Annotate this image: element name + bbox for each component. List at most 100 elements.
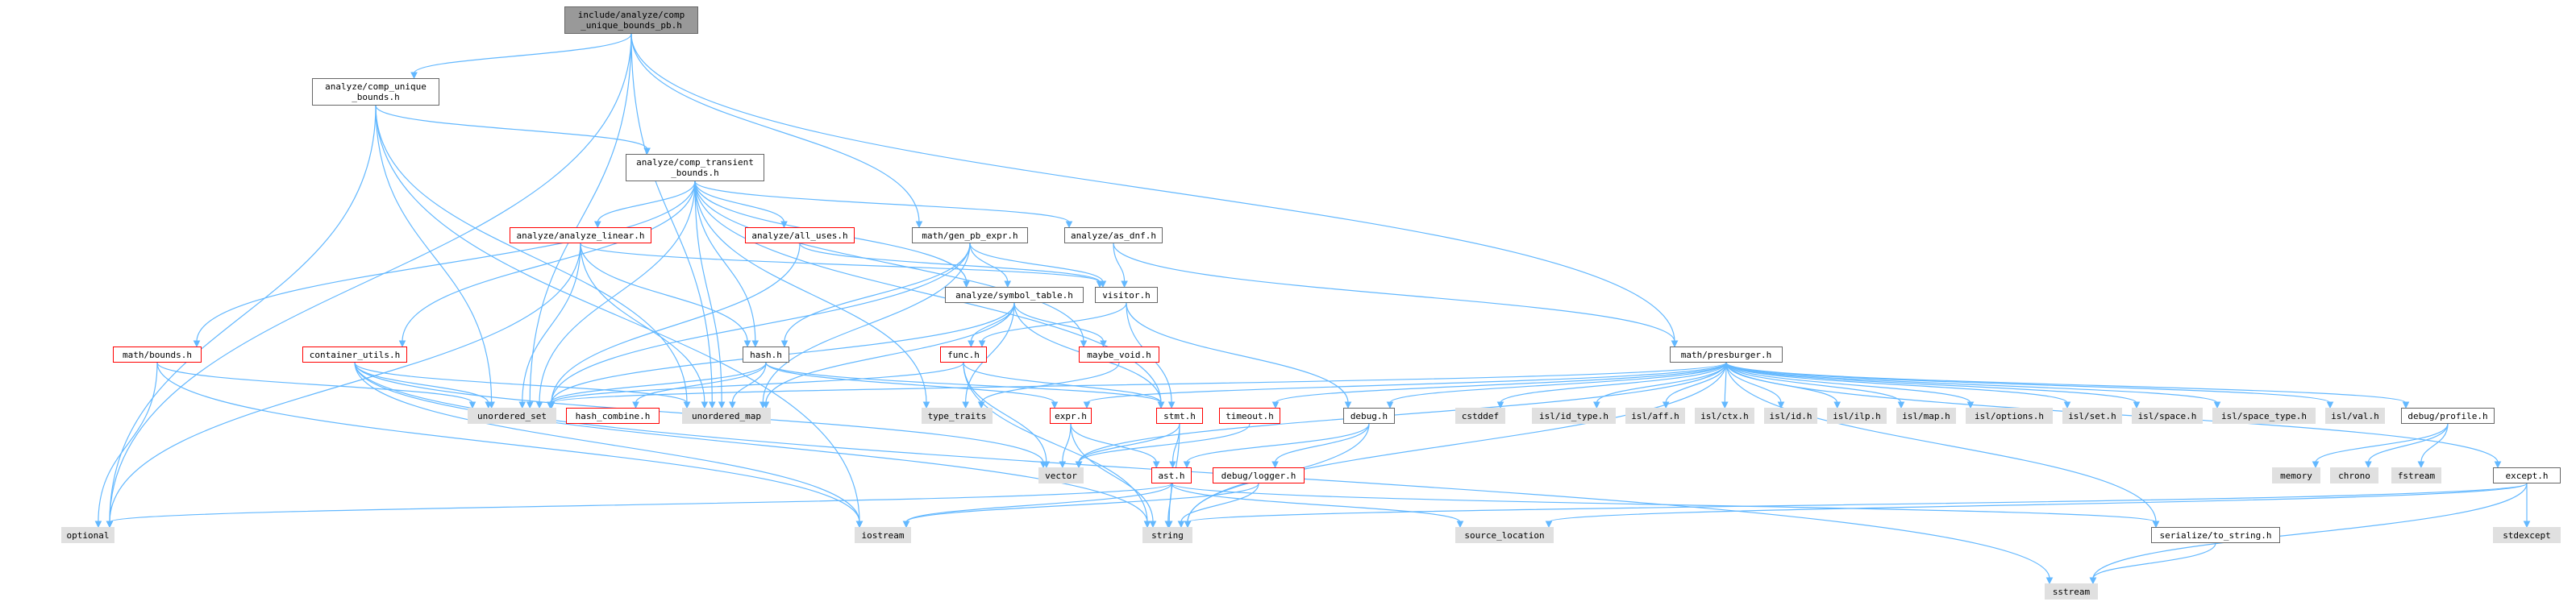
node-cstddef[interactable]: cstddef (1455, 408, 1505, 424)
node-serialize-to-string[interactable]: serialize/to_string.h (2151, 527, 2280, 543)
node-container-utils[interactable]: container_utils.h (302, 346, 407, 363)
edge-arrowhead (2089, 577, 2097, 585)
node-iostream[interactable]: iostream (855, 527, 911, 543)
node-stmt[interactable]: stmt.h (1156, 408, 1203, 424)
node-symbol-table[interactable]: analyze/symbol_table.h (945, 287, 1084, 303)
node-vector[interactable]: vector (1038, 467, 1084, 483)
edge-arrowhead (2312, 461, 2320, 469)
edge-analyze_linear-to-hash (580, 243, 748, 342)
edge-arrowhead (526, 401, 534, 409)
node-maybe-void[interactable]: maybe_void.h (1079, 346, 1159, 363)
node-unordered-map[interactable]: unordered_map (682, 408, 771, 424)
node-as-dnf[interactable]: analyze/as_dnf.h (1064, 227, 1163, 243)
node-debug-logger[interactable]: debug/logger.h (1213, 467, 1305, 483)
edge-arrowhead (1121, 280, 1128, 288)
edge-arrowhead (1897, 401, 1905, 409)
edge-arrowhead (398, 340, 406, 348)
node-isl-set[interactable]: isl/set.h (2062, 408, 2122, 424)
node-sstream[interactable]: sstream (2045, 583, 2098, 600)
node-hash[interactable]: hash.h (743, 346, 789, 363)
node-all-uses[interactable]: analyze/all_uses.h (745, 227, 855, 243)
edge-arrowhead (593, 221, 601, 229)
edge-arrowhead (1456, 521, 1464, 529)
node-isl-aff[interactable]: isl/aff.h (1625, 408, 1685, 424)
node-isl-ilp[interactable]: isl/ilp.h (1827, 408, 1887, 424)
node-optional[interactable]: optional (61, 527, 114, 543)
node-stdexcept[interactable]: stdexcept (2493, 527, 2561, 543)
node-func[interactable]: func.h (940, 346, 987, 363)
edge-expr-to-string (1070, 423, 1154, 523)
edge-arrowhead (1100, 340, 1107, 348)
node-isl-id[interactable]: isl/id.h (1764, 408, 1817, 424)
node-label: isl/aff.h (1631, 410, 1679, 421)
edge-arrowhead (2494, 461, 2502, 469)
edge-ast-to-iostream (905, 483, 1172, 523)
node-isl-options[interactable]: isl/options.h (1966, 408, 2053, 424)
node-source-location[interactable]: source_location (1455, 527, 1554, 543)
node-gen-pb-expr[interactable]: math/gen_pb_expr.h (912, 227, 1028, 243)
node-label: sstream (2052, 586, 2091, 597)
edge-arrowhead (1080, 340, 1088, 348)
node-visitor[interactable]: visitor.h (1095, 287, 1158, 303)
edge-arrowhead (410, 72, 418, 80)
edge-root-to-presburger (630, 33, 1675, 342)
node-label: debug.h (1350, 410, 1388, 421)
node-isl-ctx[interactable]: isl/ctx.h (1695, 408, 1754, 424)
edge-arrowhead (2152, 521, 2160, 529)
node-except[interactable]: except.h (2493, 467, 2561, 483)
node-unordered-set[interactable]: unordered_set (468, 408, 556, 424)
node-comp-unique-bounds[interactable]: analyze/comp_unique _bounds.h (312, 78, 439, 106)
node-label: math/gen_pb_expr.h (922, 230, 1018, 241)
node-memory[interactable]: memory (2272, 467, 2320, 483)
edge-comp_transient-to-hash (694, 181, 756, 342)
node-expr[interactable]: expr.h (1050, 408, 1092, 424)
node-math-bounds[interactable]: math/bounds.h (113, 346, 202, 363)
node-label: unordered_set (476, 410, 547, 421)
node-label: type_traits (927, 410, 987, 421)
node-root-header[interactable]: include/analyze/comp _unique_bounds_pb.h (564, 6, 698, 34)
node-label: debug/profile.h (2407, 410, 2488, 421)
node-label: isl/val.h (2331, 410, 2379, 421)
node-isl-space[interactable]: isl/space.h (2132, 408, 2203, 424)
edge-arrowhead (1083, 401, 1091, 409)
node-ast[interactable]: ast.h (1151, 467, 1192, 483)
edge-arrowhead (2417, 461, 2425, 469)
edge-arrowhead (535, 401, 543, 409)
edge-presburger-to-serialize (1725, 362, 2157, 523)
node-label: isl/options.h (1974, 410, 2045, 421)
edge-arrowhead (708, 401, 716, 409)
edge-presburger-to-profile (1725, 362, 2407, 404)
edge-arrowhead (2213, 401, 2221, 409)
edge-arrowhead (2365, 461, 2372, 469)
node-label: isl/space.h (2137, 410, 2197, 421)
node-fstream[interactable]: fstream (2391, 467, 2441, 483)
edge-container_utils-to-iostream (354, 362, 860, 523)
node-isl-map[interactable]: isl/map.h (1896, 408, 1956, 424)
edge-analyze_linear-to-unordered_map (580, 243, 705, 404)
edge-comp_transient-to-all_uses (694, 181, 785, 223)
node-debug-profile[interactable]: debug/profile.h (2401, 408, 2495, 424)
node-type-traits[interactable]: type_traits (922, 408, 993, 424)
node-analyze-linear[interactable]: analyze/analyze_linear.h (510, 227, 651, 243)
node-timeout[interactable]: timeout.h (1219, 408, 1280, 424)
node-isl-id-type[interactable]: isl/id_type.h (1532, 408, 1616, 424)
edge-presburger-to-isl_ilp (1725, 362, 1838, 404)
edge-visitor-to-debug (1126, 302, 1349, 404)
node-hash-combine[interactable]: hash_combine.h (566, 408, 660, 424)
node-isl-val[interactable]: isl/val.h (2325, 408, 2385, 424)
edge-presburger-to-isl_id_type (1596, 362, 1727, 404)
node-comp-transient-bounds[interactable]: analyze/comp_transient _bounds.h (626, 154, 764, 181)
node-label: debug/logger.h (1221, 470, 1296, 481)
edge-hash-to-hash_combine (635, 362, 767, 404)
node-debug[interactable]: debug.h (1343, 408, 1395, 424)
node-label-line: analyze/comp_transient (636, 157, 754, 168)
edge-arrowhead (1344, 401, 1352, 409)
node-presburger[interactable]: math/presburger.h (1670, 346, 1783, 363)
node-chrono[interactable]: chrono (2330, 467, 2378, 483)
edge-arrowhead (1149, 521, 1157, 529)
node-string[interactable]: string (1142, 527, 1192, 543)
edge-arrowhead (1065, 221, 1073, 229)
node-isl-space-type[interactable]: isl/space_type.h (2212, 408, 2316, 424)
edge-presburger-to-isl_val (1725, 362, 2331, 404)
edge-container_utils-to-sstream (354, 362, 2050, 579)
